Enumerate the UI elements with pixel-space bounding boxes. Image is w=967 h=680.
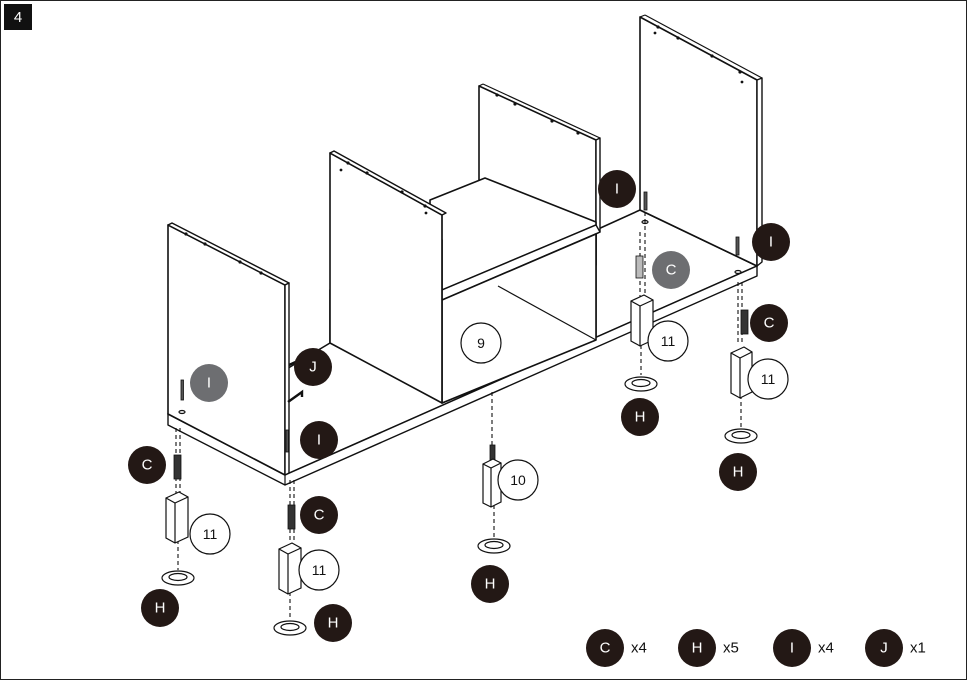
svg-text:x4: x4 bbox=[631, 640, 647, 657]
legend-item-i: I x4 bbox=[773, 629, 834, 667]
svg-text:J: J bbox=[309, 359, 317, 376]
legs bbox=[165, 294, 753, 595]
callout-h-5: H bbox=[314, 604, 352, 642]
svg-text:H: H bbox=[485, 576, 496, 593]
legend-item-j: J x1 bbox=[865, 629, 926, 667]
callout-c-3: C bbox=[128, 446, 166, 484]
callout-j: J bbox=[294, 348, 332, 386]
callout-leg-11-c: 11 bbox=[189, 513, 231, 555]
parts-legend: C x4 H x5 I x4 J x1 bbox=[586, 629, 926, 667]
callout-h-2: H bbox=[719, 453, 757, 491]
svg-text:H: H bbox=[328, 615, 339, 632]
callout-c-1: C bbox=[652, 251, 690, 289]
svg-text:C: C bbox=[314, 507, 325, 524]
callout-h-1: H bbox=[621, 398, 659, 436]
svg-text:x1: x1 bbox=[910, 640, 926, 657]
svg-text:I: I bbox=[790, 640, 794, 657]
svg-text:H: H bbox=[155, 600, 166, 617]
svg-text:9: 9 bbox=[477, 335, 485, 351]
legend-item-c: C x4 bbox=[586, 629, 647, 667]
callout-i-2: I bbox=[752, 223, 790, 261]
svg-text:11: 11 bbox=[761, 371, 776, 387]
callout-h-4: H bbox=[141, 589, 179, 627]
svg-text:11: 11 bbox=[312, 562, 327, 578]
callout-leg-10: 10 bbox=[497, 459, 539, 501]
step-number-badge: 4 bbox=[4, 4, 32, 30]
svg-text:11: 11 bbox=[661, 333, 676, 349]
legend-item-h: H x5 bbox=[678, 629, 739, 667]
callout-c-4: C bbox=[300, 496, 338, 534]
svg-text:x4: x4 bbox=[818, 640, 834, 657]
callout-leg-11-d: 11 bbox=[298, 549, 340, 591]
callout-c-2: C bbox=[750, 304, 788, 342]
left-side-panel bbox=[167, 224, 286, 476]
svg-text:11: 11 bbox=[203, 526, 218, 542]
screw-parts bbox=[178, 191, 742, 453]
callout-panel-9: 9 bbox=[460, 322, 502, 364]
callout-leg-11-b: 11 bbox=[747, 358, 789, 400]
svg-text:C: C bbox=[666, 262, 677, 279]
svg-text:I: I bbox=[769, 234, 773, 251]
svg-text:x5: x5 bbox=[723, 640, 739, 657]
threaded-inserts bbox=[173, 255, 749, 530]
svg-text:I: I bbox=[317, 432, 321, 449]
svg-text:J: J bbox=[880, 640, 888, 657]
svg-text:C: C bbox=[142, 457, 153, 474]
callout-h-3: H bbox=[471, 565, 509, 603]
callout-i-3: I bbox=[190, 364, 228, 402]
svg-text:H: H bbox=[635, 409, 646, 426]
callout-i-4: I bbox=[300, 421, 338, 459]
panel-holes bbox=[184, 25, 744, 275]
svg-text:I: I bbox=[615, 181, 619, 198]
svg-text:C: C bbox=[600, 640, 611, 657]
callout-i-1: I bbox=[598, 170, 636, 208]
svg-text:H: H bbox=[692, 640, 703, 657]
svg-text:10: 10 bbox=[510, 472, 526, 488]
callout-leg-11-a: 11 bbox=[647, 320, 689, 362]
svg-text:H: H bbox=[733, 464, 744, 481]
glide-pads bbox=[161, 376, 758, 636]
svg-text:C: C bbox=[764, 315, 775, 332]
svg-text:I: I bbox=[207, 375, 211, 392]
